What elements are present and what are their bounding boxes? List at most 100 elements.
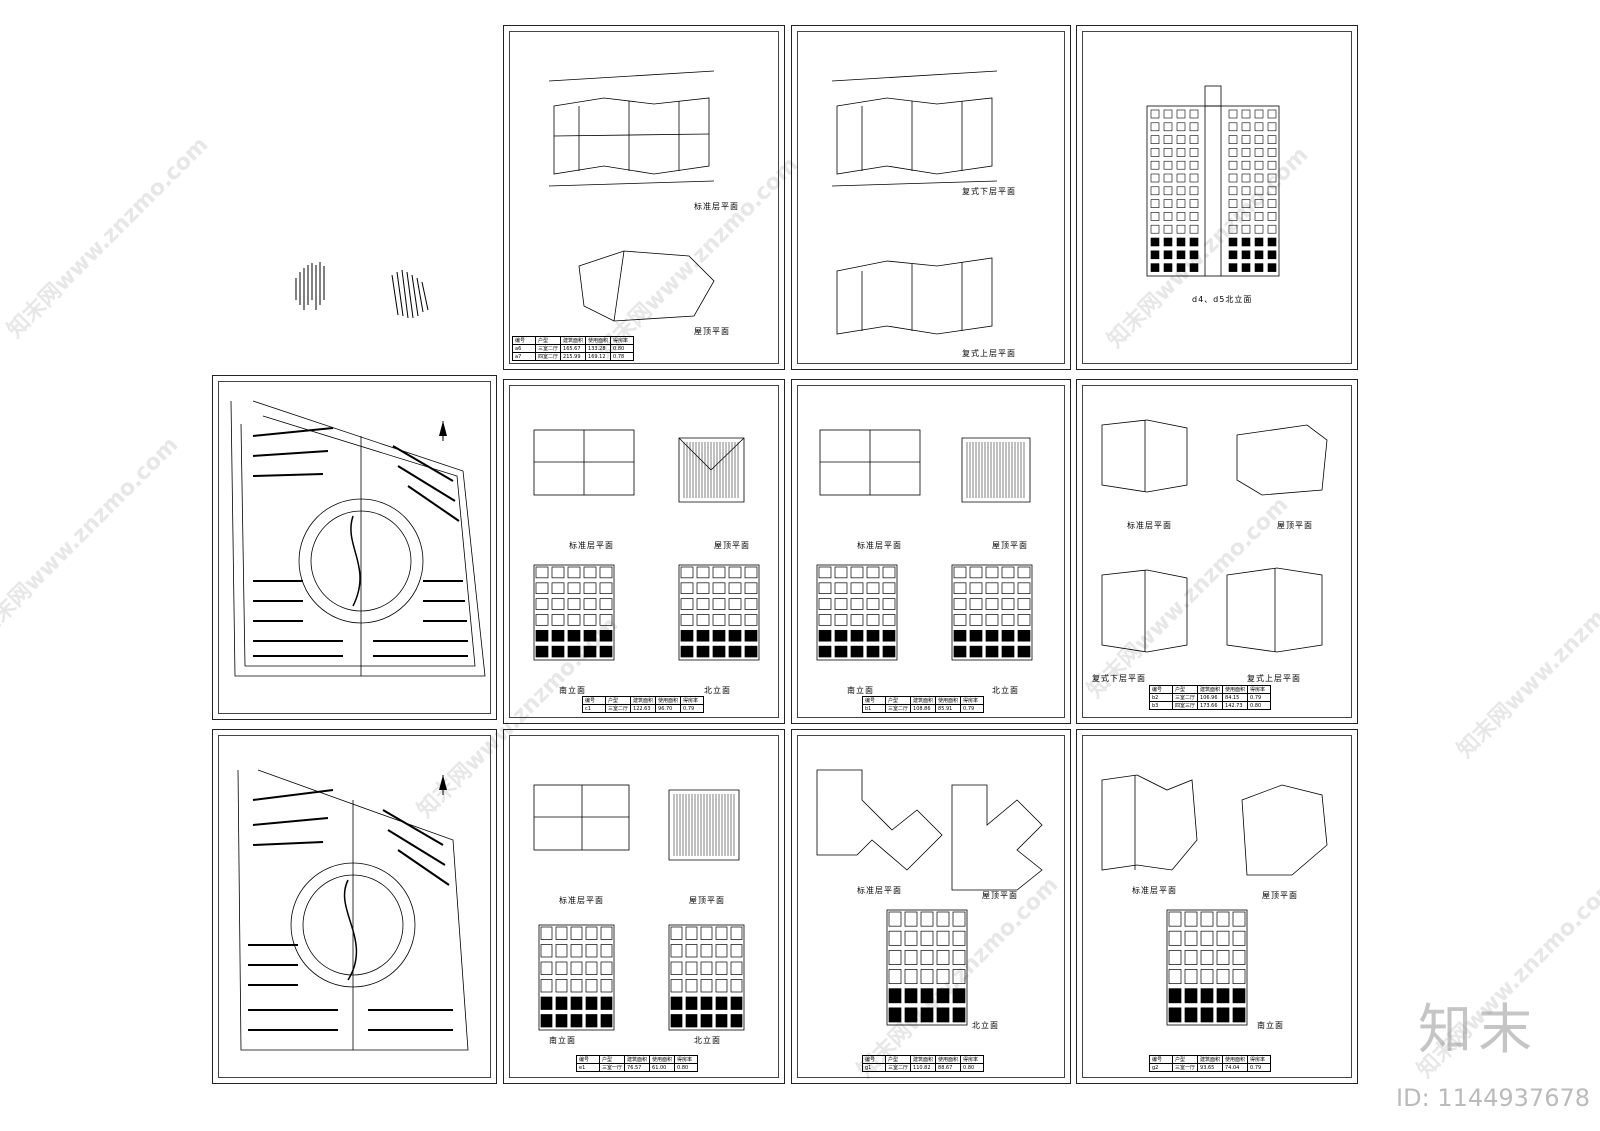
- table-cell: 三室一厅: [598, 1063, 626, 1072]
- roof-label: 屋顶平面: [714, 541, 750, 550]
- table-cell: 户型: [604, 696, 632, 705]
- table-cell: 建筑面积: [624, 1055, 651, 1064]
- table-cell: 建筑面积: [560, 336, 587, 345]
- table-cell: 户型: [884, 696, 912, 705]
- table-cell: 61.00: [649, 1063, 676, 1072]
- table-cell: 建筑面积: [1197, 685, 1224, 694]
- table-row: 编号户型建筑面积使用面积得房率: [576, 1055, 699, 1064]
- table-cell: e1: [576, 1063, 600, 1072]
- table-cell: 173.66: [1197, 701, 1224, 710]
- roof-hatch: [673, 794, 735, 856]
- south-label: 南立面: [549, 1036, 576, 1045]
- table-cell: b3: [1149, 701, 1173, 710]
- table-cell: 110.82: [910, 1063, 937, 1072]
- table-cell: 使用面积: [649, 1055, 676, 1064]
- roof-label: 屋顶平面: [694, 327, 730, 336]
- site-plan-drawing: [237, 769, 469, 1051]
- table-cell: 使用面积: [585, 336, 612, 345]
- table-cell: 三室二厅: [884, 704, 912, 713]
- floor-plan-drawing: [548, 70, 715, 322]
- table-cell: 0.79: [960, 704, 985, 713]
- site-plan-sheet-1: [212, 375, 497, 720]
- table-cell: 得房率: [674, 1055, 699, 1064]
- table-cell: a7: [512, 352, 536, 361]
- facade-windows: [953, 566, 1031, 658]
- table-cell: 四室二厅: [534, 352, 562, 361]
- table-cell: b2: [1149, 693, 1173, 702]
- roof-label: 屋顶平面: [982, 891, 1018, 900]
- table-cell: 编号: [862, 696, 886, 705]
- elevation-label: d4、d5北立面: [1192, 295, 1253, 304]
- plan-label: 标准层平面: [569, 541, 614, 550]
- table-cell: b1: [862, 704, 886, 713]
- plan-label: 标准层平面: [1127, 521, 1172, 530]
- table-cell: 165.67: [560, 344, 587, 353]
- table-cell: 142.73: [1222, 701, 1249, 710]
- table-cell: 建筑面积: [910, 1055, 937, 1064]
- site-plan-drawing: [230, 400, 486, 677]
- table-cell: 得房率: [1247, 1055, 1272, 1064]
- watermark: 知末网www.znzmo.com: [0, 432, 184, 644]
- table-cell: 0.79: [680, 704, 705, 713]
- id-label: ID: 1144937678: [1396, 1084, 1590, 1112]
- table-cell: 使用面积: [655, 696, 682, 705]
- table-cell: 得房率: [610, 336, 635, 345]
- table-row: 编号户型建筑面积使用面积得房率: [582, 696, 705, 705]
- table-cell: c1: [582, 704, 606, 713]
- table-cell: 编号: [1149, 1055, 1173, 1064]
- table-cell: 0.80: [960, 1063, 985, 1072]
- table-cell: 三室二厅: [604, 704, 632, 713]
- facade-windows: [670, 926, 743, 1028]
- table-cell: 三室二厅: [1171, 693, 1199, 702]
- table-cell: 0.79: [1247, 1063, 1272, 1072]
- watermark: 知末网www.znzmo.com: [1452, 552, 1600, 764]
- north-arrow-icon: [439, 421, 447, 441]
- table-cell: 建筑面积: [1197, 1055, 1224, 1064]
- plan-label: 标准层平面: [857, 541, 902, 550]
- table-row: 编号户型建筑面积使用面积得房率: [1149, 685, 1272, 694]
- table-cell: 使用面积: [1222, 685, 1249, 694]
- sheet-duplex: 复式下层平面 复式上层平面: [791, 25, 1071, 370]
- table-cell: 0.79: [1247, 693, 1272, 702]
- table-cell: 得房率: [960, 696, 985, 705]
- north-arrow-icon: [439, 775, 447, 795]
- table-cell: 215.99: [560, 352, 587, 361]
- plan-label: 标准层平面: [1132, 886, 1177, 895]
- roof-label: 屋顶平面: [689, 896, 725, 905]
- table-cell: 三室一厅: [1171, 1063, 1199, 1072]
- legend-marks: [295, 262, 429, 319]
- table-cell: 三室二厅: [884, 1063, 912, 1072]
- table-cell: 93.65: [1197, 1063, 1224, 1072]
- plan-label: 标准层平面: [857, 886, 902, 895]
- table-cell: 得房率: [1247, 685, 1272, 694]
- table-cell: 0.80: [1247, 701, 1272, 710]
- table-cell: 108.86: [910, 704, 937, 713]
- building-drawing: [816, 429, 1033, 661]
- table-cell: 使用面积: [935, 696, 962, 705]
- table-cell: 户型: [1171, 685, 1199, 694]
- roof-label: 屋顶平面: [1262, 891, 1298, 900]
- roof-hatch: [683, 442, 739, 498]
- table-cell: 133.28: [585, 344, 612, 353]
- table-cell: 户型: [1171, 1055, 1199, 1064]
- table-cell: 74.04: [1222, 1063, 1249, 1072]
- table-cell: 三室二厅: [534, 344, 562, 353]
- table-cell: 户型: [598, 1055, 626, 1064]
- table-cell: 编号: [576, 1055, 600, 1064]
- table-cell: g2: [1149, 1063, 1173, 1072]
- sheet-b2-b3: 标准层平面 屋顶平面 复式下层平面 复式上层平面 编号户型建筑面积使用面积得房率…: [1076, 379, 1358, 724]
- elevation-drawing: [1146, 85, 1280, 277]
- north-label: 北立面: [694, 1036, 721, 1045]
- building-drawing: [816, 769, 1043, 1026]
- upper-label: 复式上层平面: [1247, 674, 1301, 683]
